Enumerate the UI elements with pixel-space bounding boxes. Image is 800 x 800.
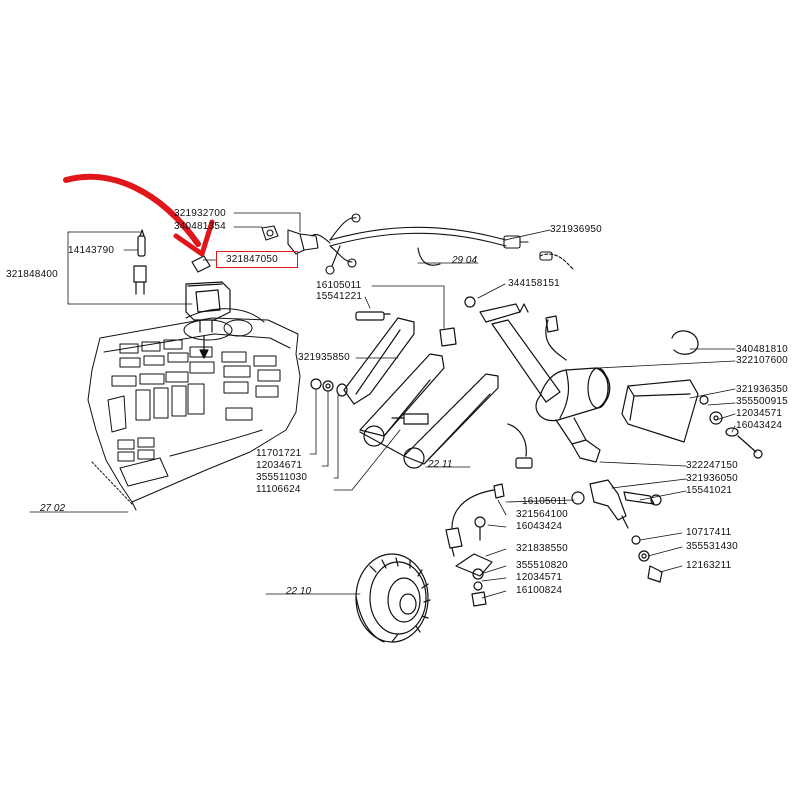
part-number-12163211: 12163211 [686,560,732,571]
fittings-top [261,225,319,255]
lower-bracket [571,479,663,583]
support-bracket [310,311,533,469]
part-number-11701721: 11701721 [256,448,302,459]
part-number-340481354: 340481354 [174,221,226,232]
highlight-arrow-icon [63,173,215,257]
part-number-321936350: 321936350 [736,384,788,395]
part-number-16105011: 16105011 [316,280,362,291]
wiring-harness [311,213,575,275]
part-number-16043424: 16043424 [736,420,783,431]
part-number-12034571: 12034571 [736,408,783,419]
highlighted-part-callout[interactable]: 321847050 [216,251,298,268]
section-ref-2210: 22 10 [286,586,312,597]
part-number-340481810: 340481810 [736,344,788,355]
part-number-10717411: 10717411 [686,527,732,538]
part-number-15541221: 15541221 [316,291,363,302]
part-number-355510820: 355510820 [516,560,568,571]
leader-lines [29,212,736,599]
sensor-probe [445,483,505,607]
section-ref-2904: 29 04 [452,255,478,266]
part-number-321564100: 321564100 [516,509,568,520]
part-number-12034571-lower: 12034571 [516,572,563,583]
part-number-16043424-lower: 16043424 [516,521,563,532]
part-number-14143790: 14143790 [68,245,115,256]
section-ref-2211: 22 11 [428,459,453,470]
actuator-motor [464,296,763,463]
part-number-321935850: 321935850 [298,352,350,363]
dashboard-panel [87,308,301,511]
part-number-16105011-lower: 16105011 [522,496,568,507]
part-number-15541021: 15541021 [686,485,733,496]
part-number-355531430: 355531430 [686,541,738,552]
part-number-321838550: 321838550 [516,543,568,554]
part-number-322107600: 322107600 [736,355,788,366]
part-number-344158151: 344158151 [508,278,560,289]
part-number-321848400: 321848400 [6,269,58,280]
part-number-12034671: 12034671 [256,460,303,471]
part-number-16100824: 16100824 [516,585,563,596]
part-number-321936950: 321936950 [550,224,602,235]
part-number-355511030: 355511030 [256,472,308,483]
wheel [355,553,431,643]
part-number-322247150: 322247150 [686,460,738,471]
part-number-321932700: 321932700 [174,208,226,219]
highlighted-part-number: 321847050 [226,254,278,265]
part-number-355500915: 355500915 [736,396,788,407]
section-ref-2702: 27 02 [40,503,66,514]
part-number-321936050: 321936050 [686,473,738,484]
switch-assembly [133,229,231,359]
part-number-11106624: 11106624 [256,484,301,495]
